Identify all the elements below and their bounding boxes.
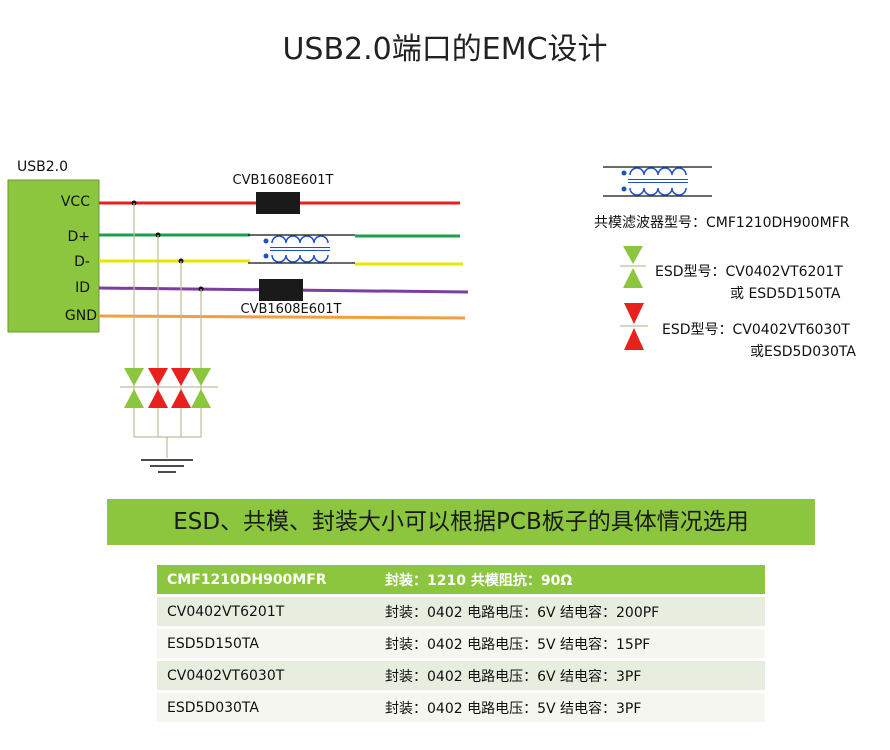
ground-icon [141, 459, 193, 473]
esd-diode-dplus [148, 368, 168, 408]
ferrite-bead-id [259, 279, 303, 301]
esd-diode-dminus [171, 368, 191, 408]
bead-bottom-label: CVB1608E601T [241, 302, 342, 317]
legend-cmf-icon [603, 166, 712, 197]
table-cell: 封装：1210 共模阻抗：90Ω [375, 565, 765, 594]
gnd-trace [98, 314, 466, 320]
common-mode-choke [248, 234, 355, 264]
table-row: ESD5D030TA 封装：0402 电路电压：5V 结电容：3PF [157, 693, 765, 722]
legend-esd-red-line2: 或ESD5D030TA [750, 344, 856, 360]
table-row: ESD5D150TA 封装：0402 电路电压：5V 结电容：15PF [157, 629, 765, 658]
legend-cmf-label: 共模滤波器型号：CMF1210DH900MFR [594, 215, 850, 231]
legend-esd-green-icon [620, 246, 646, 288]
table-cell: 封装：0402 电路电压：5V 结电容：15PF [375, 629, 765, 658]
page-title: USB2.0端口的EMC设计 [282, 32, 608, 67]
legend-esd-red-icon [620, 303, 648, 350]
legend-esd-red-line1: ESD型号：CV0402VT6030T [662, 322, 850, 338]
table-cell: CV0402VT6030T [157, 661, 375, 690]
table-row: CV0402VT6201T 封装：0402 电路电压：6V 结电容：200PF [157, 597, 765, 626]
pin-id-label: ID [75, 280, 90, 296]
circuit-diagram: USB2.0 VCC D+ D- ID GND CVB1608E601T CVB… [7, 159, 856, 473]
component-spec-table: CMF1210DH900MFR 封装：1210 共模阻抗：90Ω CV0402V… [157, 562, 765, 725]
table-cell: CV0402VT6201T [157, 597, 375, 626]
ferrite-bead-vcc [256, 192, 300, 214]
pin-vcc-label: VCC [61, 194, 90, 210]
table-cell: 封装：0402 电路电压：6V 结电容：200PF [375, 597, 765, 626]
table-cell: 封装：0402 电路电压：5V 结电容：3PF [375, 693, 765, 722]
connector-label: USB2.0 [17, 159, 68, 175]
pin-dminus-label: D- [74, 254, 90, 270]
table-header-row: CMF1210DH900MFR 封装：1210 共模阻抗：90Ω [157, 565, 765, 594]
esd-diode-vcc [124, 368, 144, 408]
legend-esd-green-line2: 或 ESD5D150TA [730, 286, 841, 302]
pin-dplus-label: D+ [67, 229, 90, 245]
esd-diode-id [191, 368, 211, 408]
table-cell: ESD5D030TA [157, 693, 375, 722]
table-cell: ESD5D150TA [157, 629, 375, 658]
selection-note-banner: ESD、共模、封装大小可以根据PCB板子的具体情况选用 [107, 499, 815, 545]
table-cell: 封装：0402 电路电压：6V 结电容：3PF [375, 661, 765, 690]
bead-top-label: CVB1608E601T [233, 173, 334, 188]
table-row: CV0402VT6030T 封装：0402 电路电压：6V 结电容：3PF [157, 661, 765, 690]
pin-gnd-label: GND [65, 308, 97, 324]
legend-esd-green-line1: ESD型号：CV0402VT6201T [655, 264, 843, 280]
table-cell: CMF1210DH900MFR [157, 565, 375, 594]
usb-connector [7, 179, 100, 333]
